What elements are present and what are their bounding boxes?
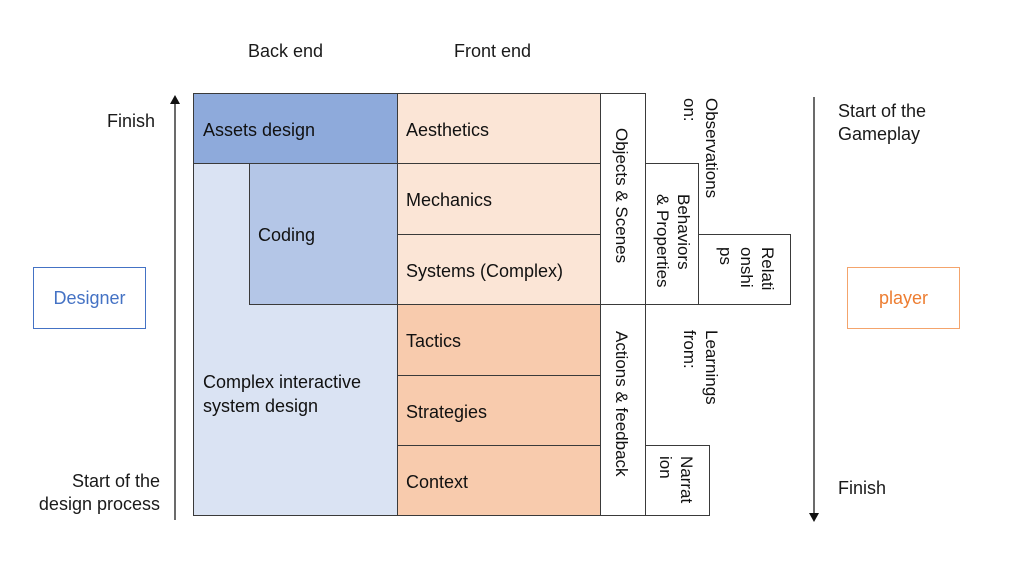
right-axis-finish-label: Finish <box>838 478 887 498</box>
complex-design-line2: system design <box>203 396 319 416</box>
arrow-up-icon <box>170 95 180 104</box>
systems-complex-label: Systems (Complex) <box>406 261 564 281</box>
complex-design-line1: Complex interactive <box>203 372 362 392</box>
actions-feedback-label: Actions & feedback <box>612 331 631 477</box>
front-end-header: Front end <box>454 41 532 61</box>
coding-label: Coding <box>258 225 316 245</box>
right-axis-start-line2: Gameplay <box>838 124 921 144</box>
right-axis-start-line1: Start of the <box>838 101 927 121</box>
observations-on-label: Observations on: <box>680 98 721 199</box>
actions-feedback-block: Actions & feedback <box>600 304 646 516</box>
assets-design-label: Assets design <box>203 120 316 140</box>
player-role-box: player <box>847 267 960 329</box>
tactics-label: Tactics <box>406 331 462 351</box>
learnings-from-label: Learnings from: <box>680 330 721 405</box>
assets-design-block: Assets design <box>193 93 398 164</box>
coding-block: Coding <box>249 163 398 305</box>
context-block: Context <box>397 445 601 516</box>
designer-role-box: Designer <box>33 267 146 329</box>
behaviors-properties-label: Behaviors & Properties <box>653 194 693 288</box>
arrow-down-icon <box>809 513 819 522</box>
back-end-header: Back end <box>248 41 324 61</box>
left-axis-start-label: Start of the design process <box>26 470 160 516</box>
relationships-block: Relati onshi ps <box>698 234 791 305</box>
behaviors-properties-block: Behaviors & Properties <box>645 163 699 305</box>
left-axis-finish-label: Finish <box>107 111 156 131</box>
left-axis-start-line2: design process <box>38 494 160 514</box>
right-axis-line <box>813 97 815 515</box>
right-axis-start-label: Start of the Gameplay <box>838 100 926 146</box>
narration-block: Narrat ion <box>645 445 710 516</box>
aesthetics-block: Aesthetics <box>397 93 601 164</box>
mechanics-block: Mechanics <box>397 163 601 235</box>
narration-label: Narrat ion <box>656 456 696 504</box>
aesthetics-label: Aesthetics <box>406 120 490 140</box>
mechanics-label: Mechanics <box>406 190 493 210</box>
complex-design-label: Complex interactive system design <box>203 370 361 418</box>
tactics-block: Tactics <box>397 304 601 376</box>
context-label: Context <box>406 472 469 492</box>
objects-scenes-block: Objects & Scenes <box>600 93 646 305</box>
left-axis-start-line1: Start of the <box>71 471 160 491</box>
left-axis-line <box>174 102 176 520</box>
strategies-label: Strategies <box>406 402 488 422</box>
systems-complex-block: Systems (Complex) <box>397 234 601 305</box>
objects-scenes-label: Objects & Scenes <box>612 128 631 264</box>
strategies-block: Strategies <box>397 375 601 446</box>
relationships-label: Relati onshi ps <box>716 247 777 291</box>
